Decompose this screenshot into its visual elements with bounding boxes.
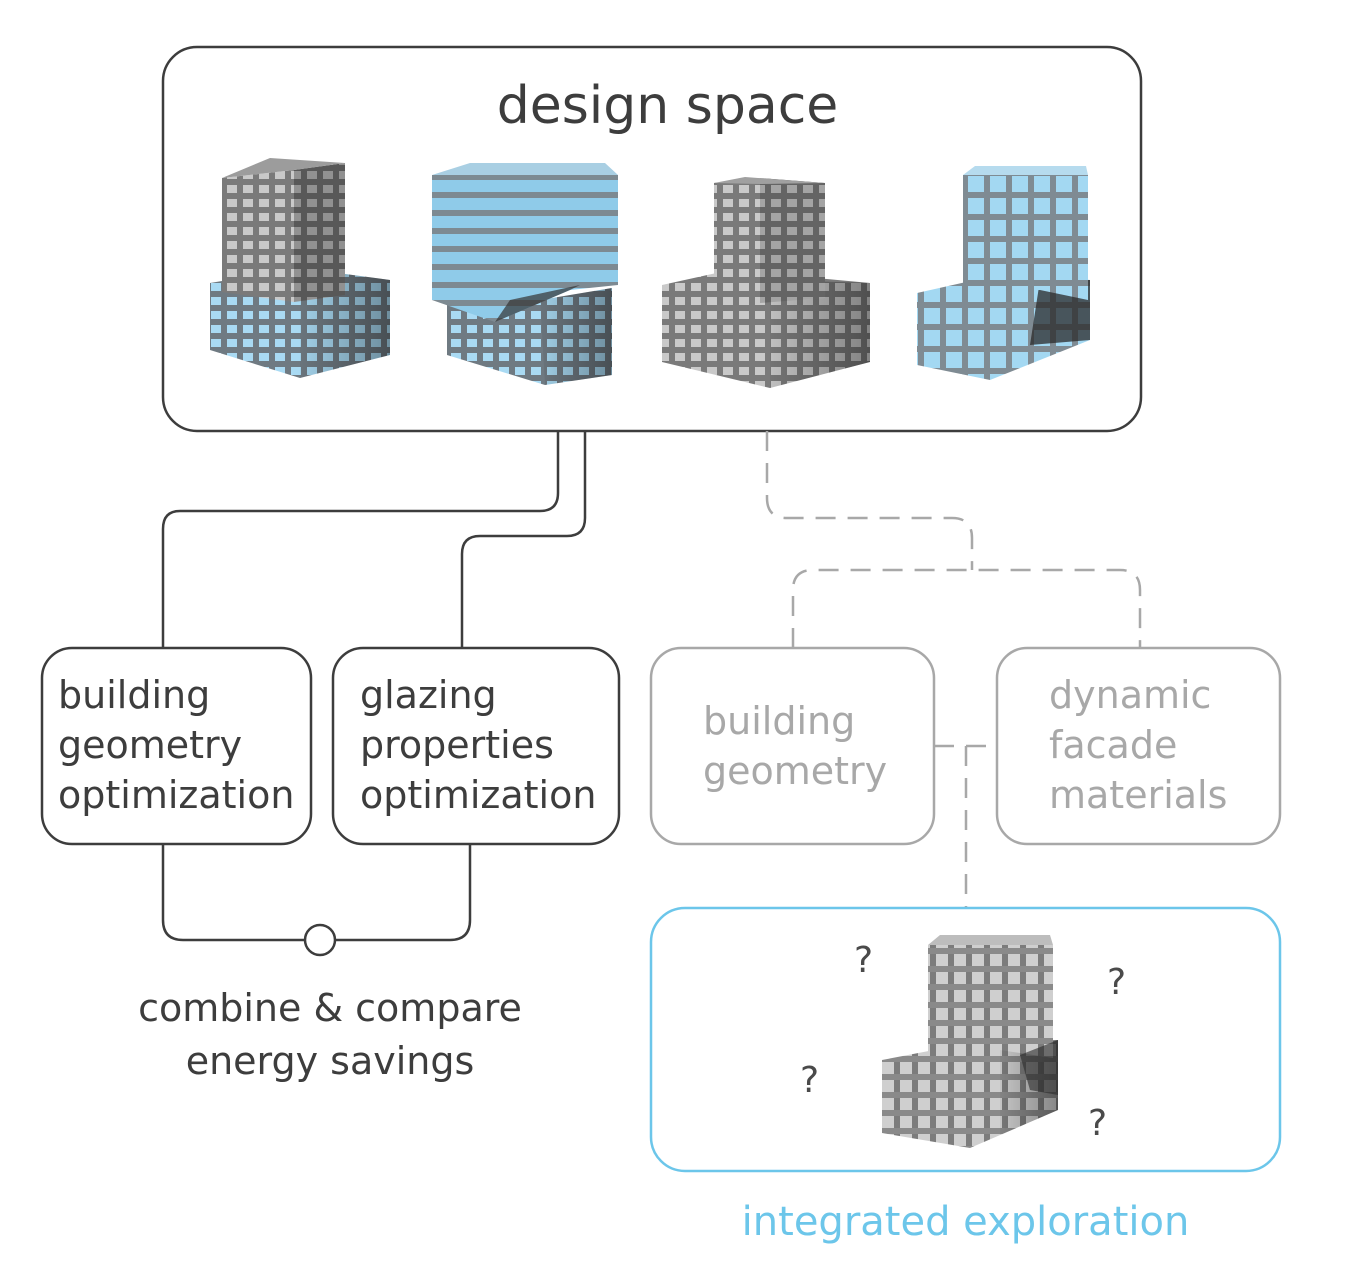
glazing-optimization-label: glazing properties optimization <box>360 670 596 820</box>
building-option-4 <box>917 166 1090 380</box>
combine-node <box>303 923 337 957</box>
building-geometry-line-1: building <box>703 699 856 743</box>
combine-line-2: energy savings <box>185 1039 475 1083</box>
glazing-opt-line-2: properties <box>360 723 554 767</box>
integrated-exploration-box <box>649 906 1282 1173</box>
geometry-opt-line-3: optimization <box>58 773 295 817</box>
dynamic-facade-line-3: materials <box>1049 773 1228 817</box>
glazing-opt-line-3: optimization <box>360 773 597 817</box>
connector-glazing-opt <box>460 431 587 648</box>
combine-line-1: combine & compare <box>138 986 522 1030</box>
design-space-title: design space <box>496 76 839 136</box>
building-option-1 <box>210 158 390 378</box>
dynamic-facade-line-2: facade <box>1049 723 1178 767</box>
question-mark-2: ? <box>1107 962 1127 1003</box>
integrated-exploration-label: integrated exploration <box>741 1199 1190 1245</box>
building-geometry-box <box>649 646 936 846</box>
connector-geometry-opt <box>161 431 560 648</box>
design-space-box <box>161 45 1143 433</box>
question-mark-1: ? <box>854 940 874 981</box>
building-geometry-label: building geometry <box>703 696 887 796</box>
glazing-opt-line-1: glazing <box>360 673 497 717</box>
building-integrated <box>882 935 1058 1148</box>
geometry-opt-line-2: geometry <box>58 723 243 767</box>
building-option-2 <box>432 163 618 385</box>
dashed-connectors <box>765 431 1142 908</box>
geometry-optimization-label: building geometry optimization <box>58 670 294 820</box>
dynamic-facade-label: dynamic facade materials <box>1049 670 1227 820</box>
combine-compare-label: combine & compare energy savings <box>0 982 660 1088</box>
building-geometry-line-2: geometry <box>703 749 888 793</box>
building-option-3 <box>662 177 870 388</box>
dynamic-facade-line-1: dynamic <box>1049 673 1212 717</box>
geometry-opt-line-1: building <box>58 673 211 717</box>
glazing-optimization-box <box>331 646 621 846</box>
question-mark-4: ? <box>1088 1103 1108 1144</box>
question-mark-3: ? <box>800 1060 820 1101</box>
geometry-optimization-box <box>40 646 313 846</box>
dynamic-facade-box <box>995 646 1282 846</box>
